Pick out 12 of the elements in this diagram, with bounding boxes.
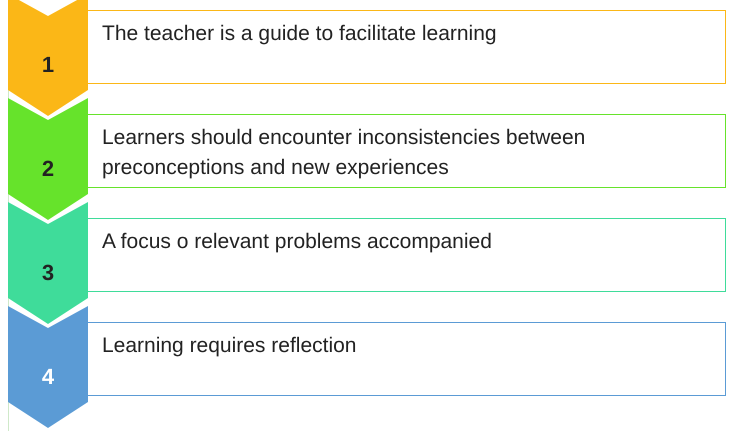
step-text: A focus o relevant problems accompanied xyxy=(102,229,493,255)
text-box xyxy=(88,218,726,292)
step-number: 1 xyxy=(40,52,56,78)
text-box xyxy=(88,114,726,188)
text-box xyxy=(88,322,726,396)
step-text: Learning requires reflection xyxy=(102,333,358,359)
step-number: 4 xyxy=(40,364,56,390)
step-number: 2 xyxy=(40,156,56,182)
step-text: The teacher is a guide to facilitate learning xyxy=(102,21,498,47)
step-number: 3 xyxy=(40,260,56,286)
step-text: Learners should encounter inconsistencies between preconceptions and new experiences xyxy=(102,125,586,181)
text-box xyxy=(88,10,726,84)
